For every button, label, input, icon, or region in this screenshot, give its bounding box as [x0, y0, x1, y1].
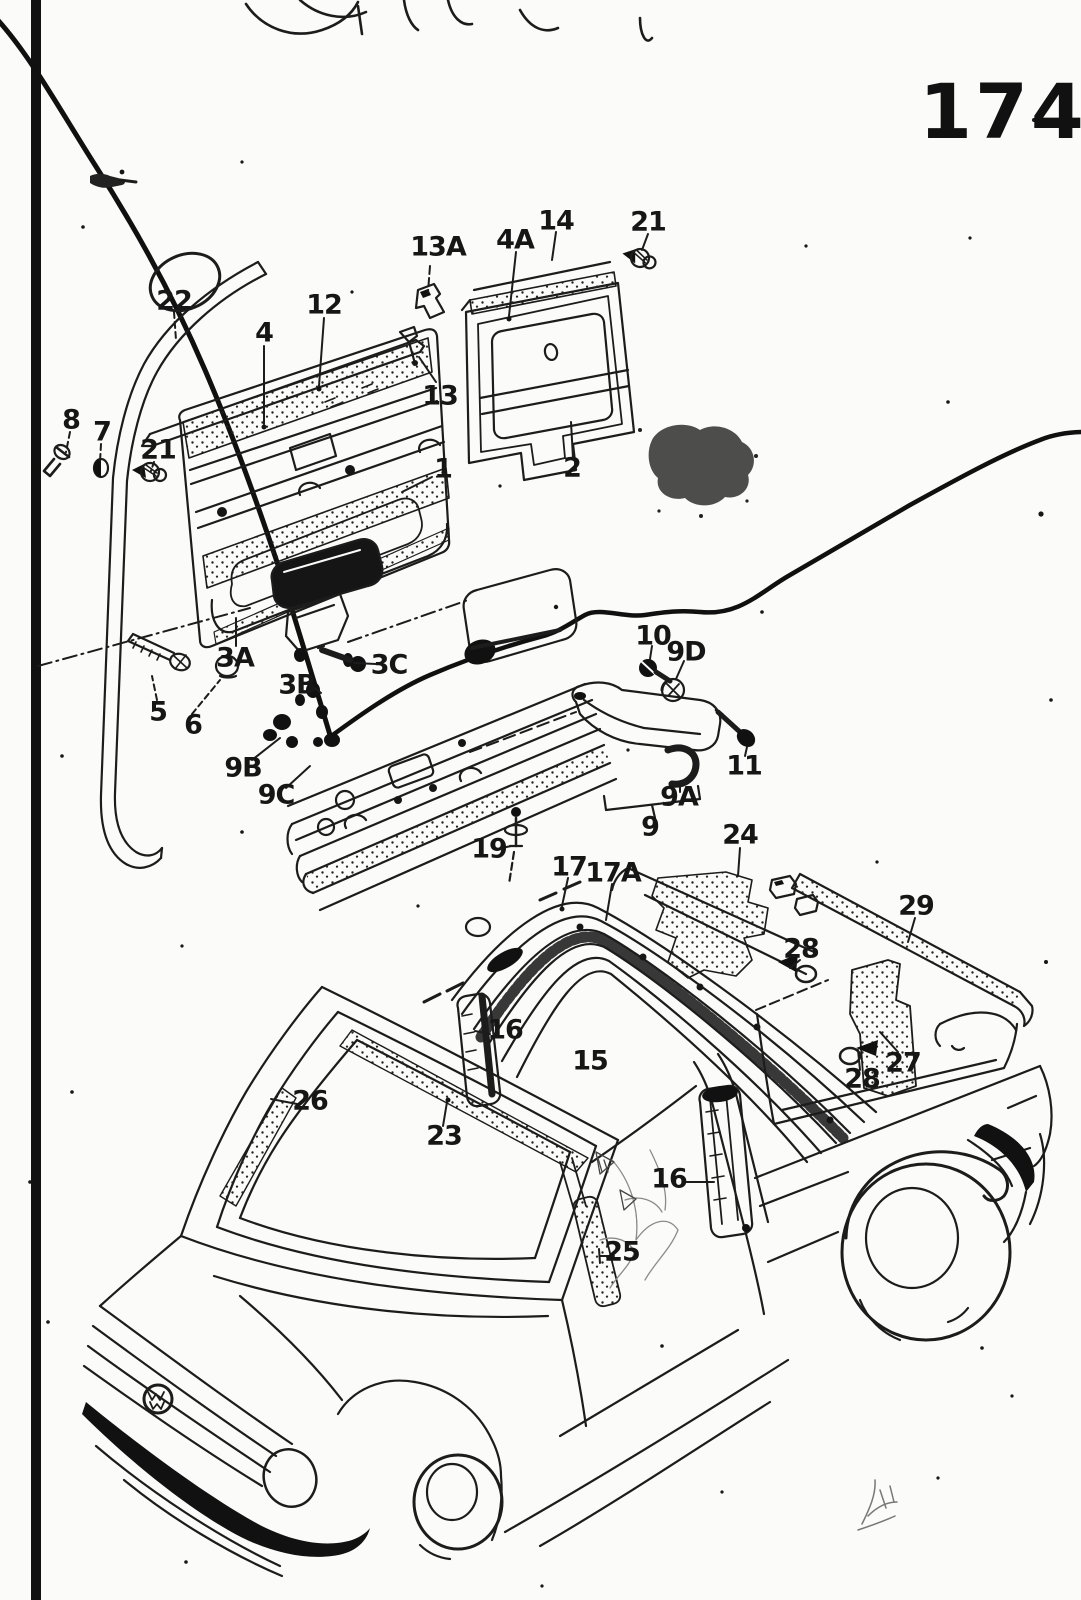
part-label-8: 8	[62, 404, 81, 436]
part-label-28-upper: 28	[783, 933, 820, 965]
part-label-10: 10	[635, 620, 672, 652]
part-label-16-upper: 16	[487, 1014, 524, 1046]
part-label-24: 24	[722, 819, 759, 851]
part-label-17: 17	[551, 851, 588, 883]
part-label-29: 29	[898, 890, 935, 922]
part-label-13: 13	[422, 380, 459, 412]
clip-9b-blobs	[263, 648, 340, 748]
clip-19	[503, 807, 529, 886]
windshield-seal-23	[339, 1029, 589, 1173]
page-number: 174	[919, 67, 1081, 156]
grommet-6	[214, 654, 240, 679]
wheelhouse-flap-27	[849, 959, 917, 1097]
top-page-fragments	[244, 0, 654, 42]
part-label-22: 22	[156, 285, 193, 317]
part-label-6: 6	[184, 709, 203, 741]
pillar-strip-16-lower	[698, 1084, 754, 1239]
part-label-28-lower: 28	[844, 1063, 881, 1095]
screw-11	[714, 708, 756, 747]
page-specks	[28, 118, 1053, 1588]
pin-13	[398, 325, 419, 366]
binding-edge	[31, 0, 41, 1600]
part-label-27: 27	[885, 1047, 922, 1079]
part-label-21-left: 21	[140, 434, 177, 466]
vw-emblem	[142, 1383, 174, 1415]
part-label-7: 7	[93, 416, 112, 448]
part-label-1: 1	[434, 453, 453, 485]
reference-lines	[37, 599, 829, 1011]
pillar-strip-16-upper	[456, 992, 502, 1108]
part-label-9: 9	[641, 811, 660, 843]
part-label-23: 23	[426, 1120, 463, 1152]
part-label-14: 14	[538, 205, 575, 237]
part-label-11: 11	[726, 750, 763, 782]
pencil-scribble-signature	[857, 1479, 898, 1531]
front-wheel	[412, 1453, 504, 1551]
hand-stamp-mark	[90, 173, 138, 188]
part-label-4: 4	[255, 317, 274, 349]
screw-3c	[316, 644, 366, 672]
part-label-3c: 3C	[370, 649, 409, 681]
part-label-16-lower: 16	[651, 1163, 688, 1195]
clip-13a	[414, 282, 446, 320]
part-label-9b: 9B	[224, 752, 262, 784]
clip-28-lower	[838, 1040, 878, 1066]
headliner-24	[610, 866, 820, 979]
truck-front	[82, 1234, 790, 1578]
part-label-4a: 4A	[496, 224, 535, 256]
armrest-assembly-3	[270, 538, 578, 665]
clip-21-left	[132, 461, 168, 483]
bed-rail-right	[934, 1011, 1018, 1051]
screw-8	[42, 443, 71, 478]
part-label-17a: 17A	[585, 857, 641, 889]
part-label-9d: 9D	[666, 636, 706, 668]
sill-strip-9c	[286, 682, 618, 912]
windshield-seal-26	[219, 1087, 297, 1207]
leader-lines	[65, 231, 916, 1264]
clip-21-top	[622, 247, 657, 270]
clip-9d	[660, 677, 686, 703]
ink-smudge	[638, 424, 758, 518]
headlight	[262, 1448, 318, 1508]
part-label-21-top: 21	[630, 206, 667, 238]
part-label-9c: 9C	[257, 779, 296, 811]
part-label-9a: 9A	[660, 781, 699, 813]
front-bumper	[82, 1402, 370, 1557]
pencil-sketch-marks	[595, 1149, 679, 1289]
part-label-25: 25	[604, 1236, 641, 1268]
part-label-12: 12	[306, 289, 343, 321]
screw-5	[126, 632, 191, 672]
part-label-13a: 13A	[410, 231, 466, 263]
grommet-7	[92, 457, 110, 479]
truck-windshield	[179, 985, 620, 1302]
screw-10	[639, 659, 673, 684]
door-panel-2	[460, 260, 636, 482]
part-label-3b: 3B	[278, 669, 316, 701]
rear-bumper	[966, 1124, 1046, 1244]
part-label-2: 2	[563, 452, 582, 484]
part-label-15: 15	[572, 1045, 609, 1077]
part-label-26: 26	[292, 1085, 329, 1117]
part-label-19: 19	[471, 833, 508, 865]
clip-28-upper	[778, 954, 818, 984]
part-label-3a: 3A	[216, 642, 255, 674]
pillar-strip-25	[559, 1157, 622, 1308]
part-label-5: 5	[149, 696, 168, 728]
door-seal-22	[99, 251, 268, 869]
rear-wheel	[840, 1150, 1012, 1342]
